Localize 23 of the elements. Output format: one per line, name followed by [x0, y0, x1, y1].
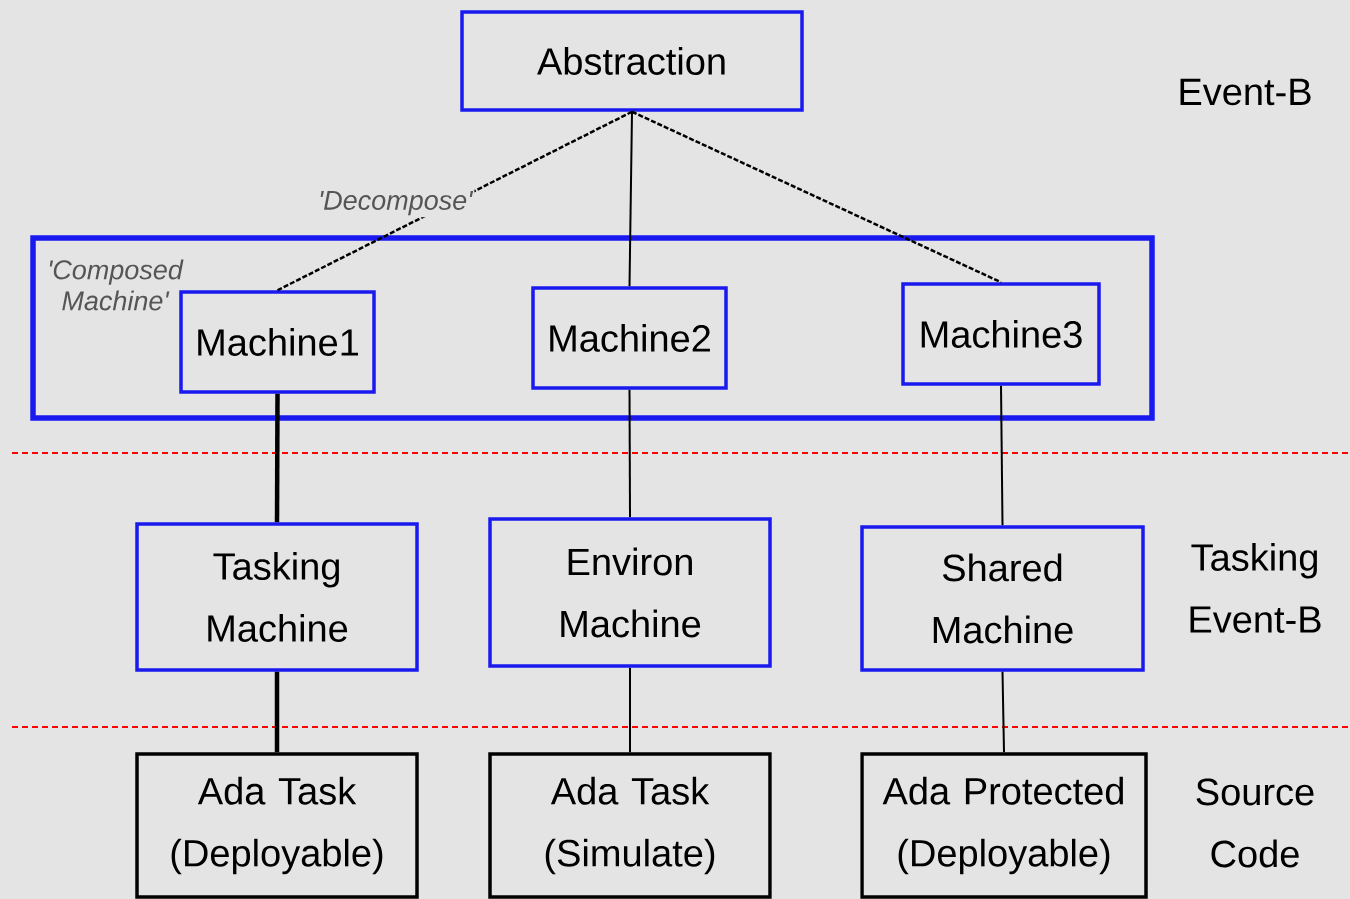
- process-box: Abstraction: [460, 10, 804, 112]
- level-label: Source Code: [1196, 778, 1314, 868]
- connector: [274, 393, 280, 523]
- connector: [628, 110, 633, 288]
- connector: [1001, 670, 1005, 754]
- code-box: Ada Protected (Deployable): [860, 752, 1148, 899]
- connector: [276, 110, 633, 292]
- connector: [629, 666, 631, 754]
- connector: [1000, 384, 1004, 527]
- process-box: Shared Machine: [860, 525, 1145, 672]
- process-box: Tasking Machine: [135, 522, 419, 672]
- edge-label: 'Decompose': [320, 191, 474, 216]
- process-box: Machine3: [901, 282, 1101, 386]
- code-box: Ada Task (Deployable): [135, 752, 419, 899]
- code-box: Ada Task (Simulate): [488, 752, 772, 899]
- connector: [274, 671, 280, 753]
- level-label: Tasking Event-B: [1190, 543, 1321, 633]
- process-box: Machine1: [179, 290, 376, 394]
- connector: [631, 110, 1002, 284]
- connector: [628, 388, 631, 519]
- process-box: Machine2: [531, 286, 728, 390]
- process-box: Environ Machine: [488, 517, 772, 668]
- level-label: Event-B: [1180, 78, 1311, 106]
